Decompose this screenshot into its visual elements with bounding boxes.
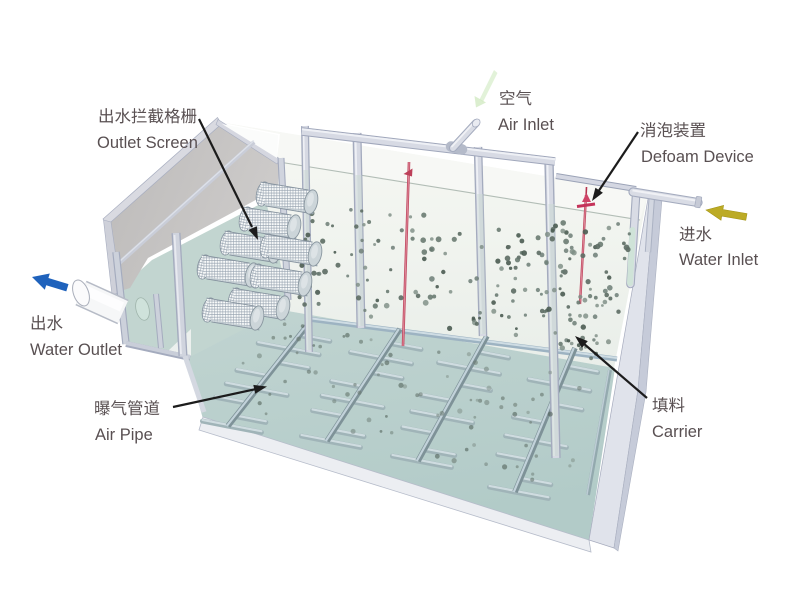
svg-text:Defoam Device: Defoam Device (641, 148, 754, 166)
svg-text:Air Inlet: Air Inlet (498, 116, 554, 134)
svg-text:Carrier: Carrier (652, 423, 703, 441)
svg-text:Water Inlet: Water Inlet (679, 251, 759, 269)
svg-text:Outlet Screen: Outlet Screen (97, 134, 198, 152)
svg-text:Water Outlet: Water Outlet (30, 341, 122, 359)
svg-text:Air Pipe: Air Pipe (95, 426, 153, 444)
